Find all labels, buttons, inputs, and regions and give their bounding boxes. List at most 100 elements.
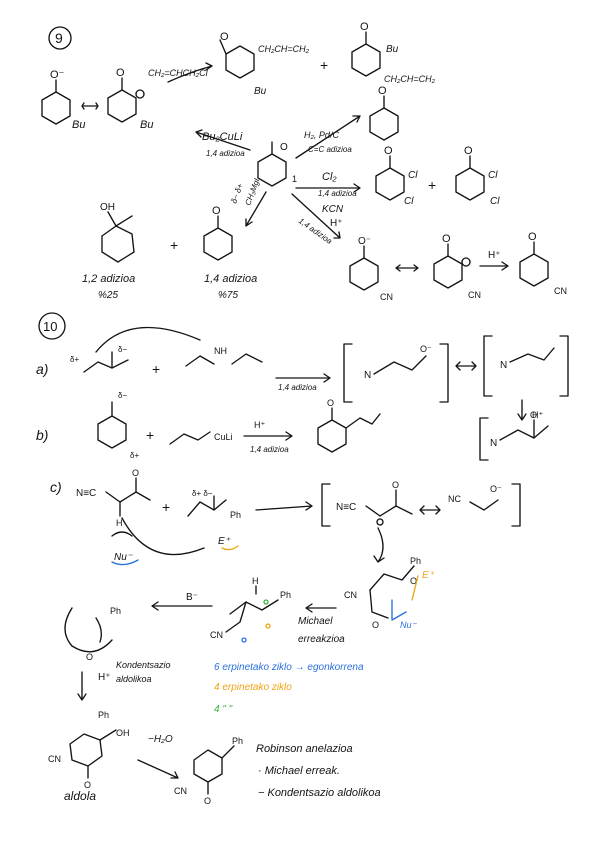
adduct-12: OH 1,2 adizioa %25 (82, 202, 135, 301)
svg-text:E⁺: E⁺ (422, 570, 435, 581)
svg-text:1,4 adizioa: 1,4 adizioa (278, 383, 317, 392)
svg-text:H⁺: H⁺ (254, 420, 265, 430)
svg-text:+: + (162, 499, 170, 515)
svg-text:%75: %75 (218, 290, 238, 301)
svg-text:O: O (442, 233, 451, 245)
svg-text:δ− δ+: δ− δ+ (229, 182, 245, 205)
svg-text:O: O (86, 652, 93, 662)
svg-text:NC: NC (448, 494, 461, 504)
svg-text:Ph: Ph (110, 606, 121, 616)
svg-text:1,2 adizioa: 1,2 adizioa (82, 273, 135, 285)
svg-text:O: O (384, 145, 393, 157)
svg-text:N: N (500, 360, 507, 371)
svg-text:H⁺: H⁺ (330, 218, 343, 229)
svg-text:O: O (116, 67, 125, 79)
svg-text:Robinson anelazioa: Robinson anelazioa (256, 743, 353, 755)
problem-number: 9 (55, 30, 63, 46)
svg-text:Ph: Ph (230, 510, 241, 520)
svg-text:+: + (152, 361, 160, 377)
svg-text:CH₂CH=CH₂: CH₂CH=CH₂ (384, 74, 436, 84)
problem-10: 10 a) δ+ δ− + NH 1,4 adizioa N O⁻ N (36, 312, 569, 806)
svg-text:Cl: Cl (404, 196, 414, 207)
svg-text:6 erpinetako ziklo → egonkorre: 6 erpinetako ziklo → egonkorrena (214, 662, 364, 673)
svg-text:erreakzioa: erreakzioa (298, 634, 345, 645)
svg-text:CN: CN (468, 290, 481, 300)
svg-text:O: O (84, 780, 91, 790)
adduct-14: O 1,4 adizioa %75 (203, 205, 257, 301)
svg-text:1,4 adizioa: 1,4 adizioa (204, 273, 257, 285)
svg-text:Cl: Cl (490, 196, 500, 207)
top-product-1: O CH₂CH=CH₂ Bu (219, 31, 310, 97)
svg-text:N: N (364, 370, 371, 381)
cyclohexenone-start: O 1 (257, 141, 297, 187)
svg-text:c): c) (50, 479, 62, 495)
svg-text:N: N (490, 438, 497, 449)
aldol-product: Ph OH CN O aldola (48, 710, 130, 803)
svg-text:O: O (528, 231, 537, 243)
cyclization-intermediate: Ph O (64, 606, 121, 662)
svg-text:B⁻: B⁻ (186, 592, 198, 603)
svg-text:Michael: Michael (298, 616, 333, 627)
svg-text:OH: OH (100, 202, 115, 213)
svg-text:aldola: aldola (64, 789, 96, 803)
svg-text:H₂, Pd/C: H₂, Pd/C (304, 130, 339, 140)
svg-text:E⁺: E⁺ (218, 536, 231, 547)
svg-text:CN: CN (210, 630, 223, 640)
svg-text:Bu: Bu (72, 119, 85, 131)
svg-text:H: H (116, 518, 123, 528)
svg-text:O: O (410, 576, 417, 586)
svg-text:δ+ δ−: δ+ δ− (192, 489, 213, 498)
svg-text:− Kondentsazio aldolikoa: − Kondentsazio aldolikoa (258, 787, 381, 799)
svg-text:OH: OH (116, 728, 130, 738)
svg-text:Nu⁻: Nu⁻ (400, 620, 418, 630)
svg-text:4 erpinetako ziklo: 4 erpinetako ziklo (214, 682, 292, 693)
svg-text:Bu₂CuLi: Bu₂CuLi (202, 131, 243, 143)
svg-text:NH: NH (214, 346, 227, 356)
svg-text:+: + (320, 57, 328, 73)
svg-text:H⁺: H⁺ (488, 250, 501, 261)
svg-text:−H₂O: −H₂O (148, 734, 173, 745)
svg-text:Cl₂: Cl₂ (322, 171, 337, 183)
part-c: c) N≡C O H Nu⁻ + δ+ δ− Ph E⁺ N≡C O (48, 468, 521, 806)
svg-text:Bu: Bu (140, 119, 153, 131)
svg-text:O⁻: O⁻ (358, 236, 371, 247)
svg-text:Ph: Ph (280, 590, 291, 600)
svg-text:O: O (392, 480, 399, 490)
svg-text:Bu: Bu (254, 86, 267, 97)
enolate-resonance: O⁻ Bu O Bu (41, 67, 153, 131)
problem-9: 9 O⁻ Bu O Bu CH₂=CHCH₂Cl O CH₂CH=CH₂ Bu … (41, 21, 567, 302)
svg-text:4 " ": 4 " " (214, 704, 233, 715)
svg-text:O: O (464, 145, 473, 157)
svg-text:b): b) (36, 427, 48, 443)
svg-text:H: H (252, 576, 259, 586)
svg-text:10: 10 (43, 319, 57, 334)
svg-text:O: O (327, 398, 334, 408)
svg-text:O: O (378, 85, 387, 97)
cyano-resonance: O⁻ CN O CN H⁺ O CN (349, 231, 567, 302)
svg-text:1,4 adizioa: 1,4 adizioa (297, 216, 334, 246)
svg-text:CN: CN (554, 286, 567, 296)
svg-text:CuLi: CuLi (214, 432, 233, 442)
svg-text:Ph: Ph (98, 710, 109, 720)
svg-text:Cl: Cl (488, 170, 498, 181)
svg-text:δ−: δ− (118, 391, 127, 400)
svg-text:H⁺: H⁺ (532, 410, 543, 420)
svg-text:CN: CN (344, 590, 357, 600)
svg-text:CH₂CH=CH₂: CH₂CH=CH₂ (258, 44, 310, 54)
svg-text:CN: CN (174, 786, 187, 796)
svg-text:Kondentsazio: Kondentsazio (116, 660, 171, 670)
svg-text:O: O (204, 796, 211, 806)
svg-text:+: + (428, 177, 436, 193)
part-b: b) δ− δ+ + CuLi H⁺ 1,4 adizioa O (36, 391, 381, 460)
svg-text:Ph: Ph (410, 556, 421, 566)
top-product-2: O Bu CH₂CH=CH₂ (351, 21, 436, 84)
svg-text:CH₂=CHCH₂Cl: CH₂=CHCH₂Cl (148, 68, 209, 78)
svg-text:1: 1 (292, 174, 297, 184)
svg-text:%25: %25 (98, 290, 118, 301)
svg-text:O: O (132, 468, 139, 478)
svg-text:N≡C: N≡C (76, 488, 96, 499)
svg-text:N≡C: N≡C (336, 502, 356, 513)
svg-text:O: O (360, 21, 369, 33)
svg-text:C=C adizioa: C=C adizioa (308, 145, 352, 154)
michael-adduct: H Ph CN (210, 576, 291, 643)
